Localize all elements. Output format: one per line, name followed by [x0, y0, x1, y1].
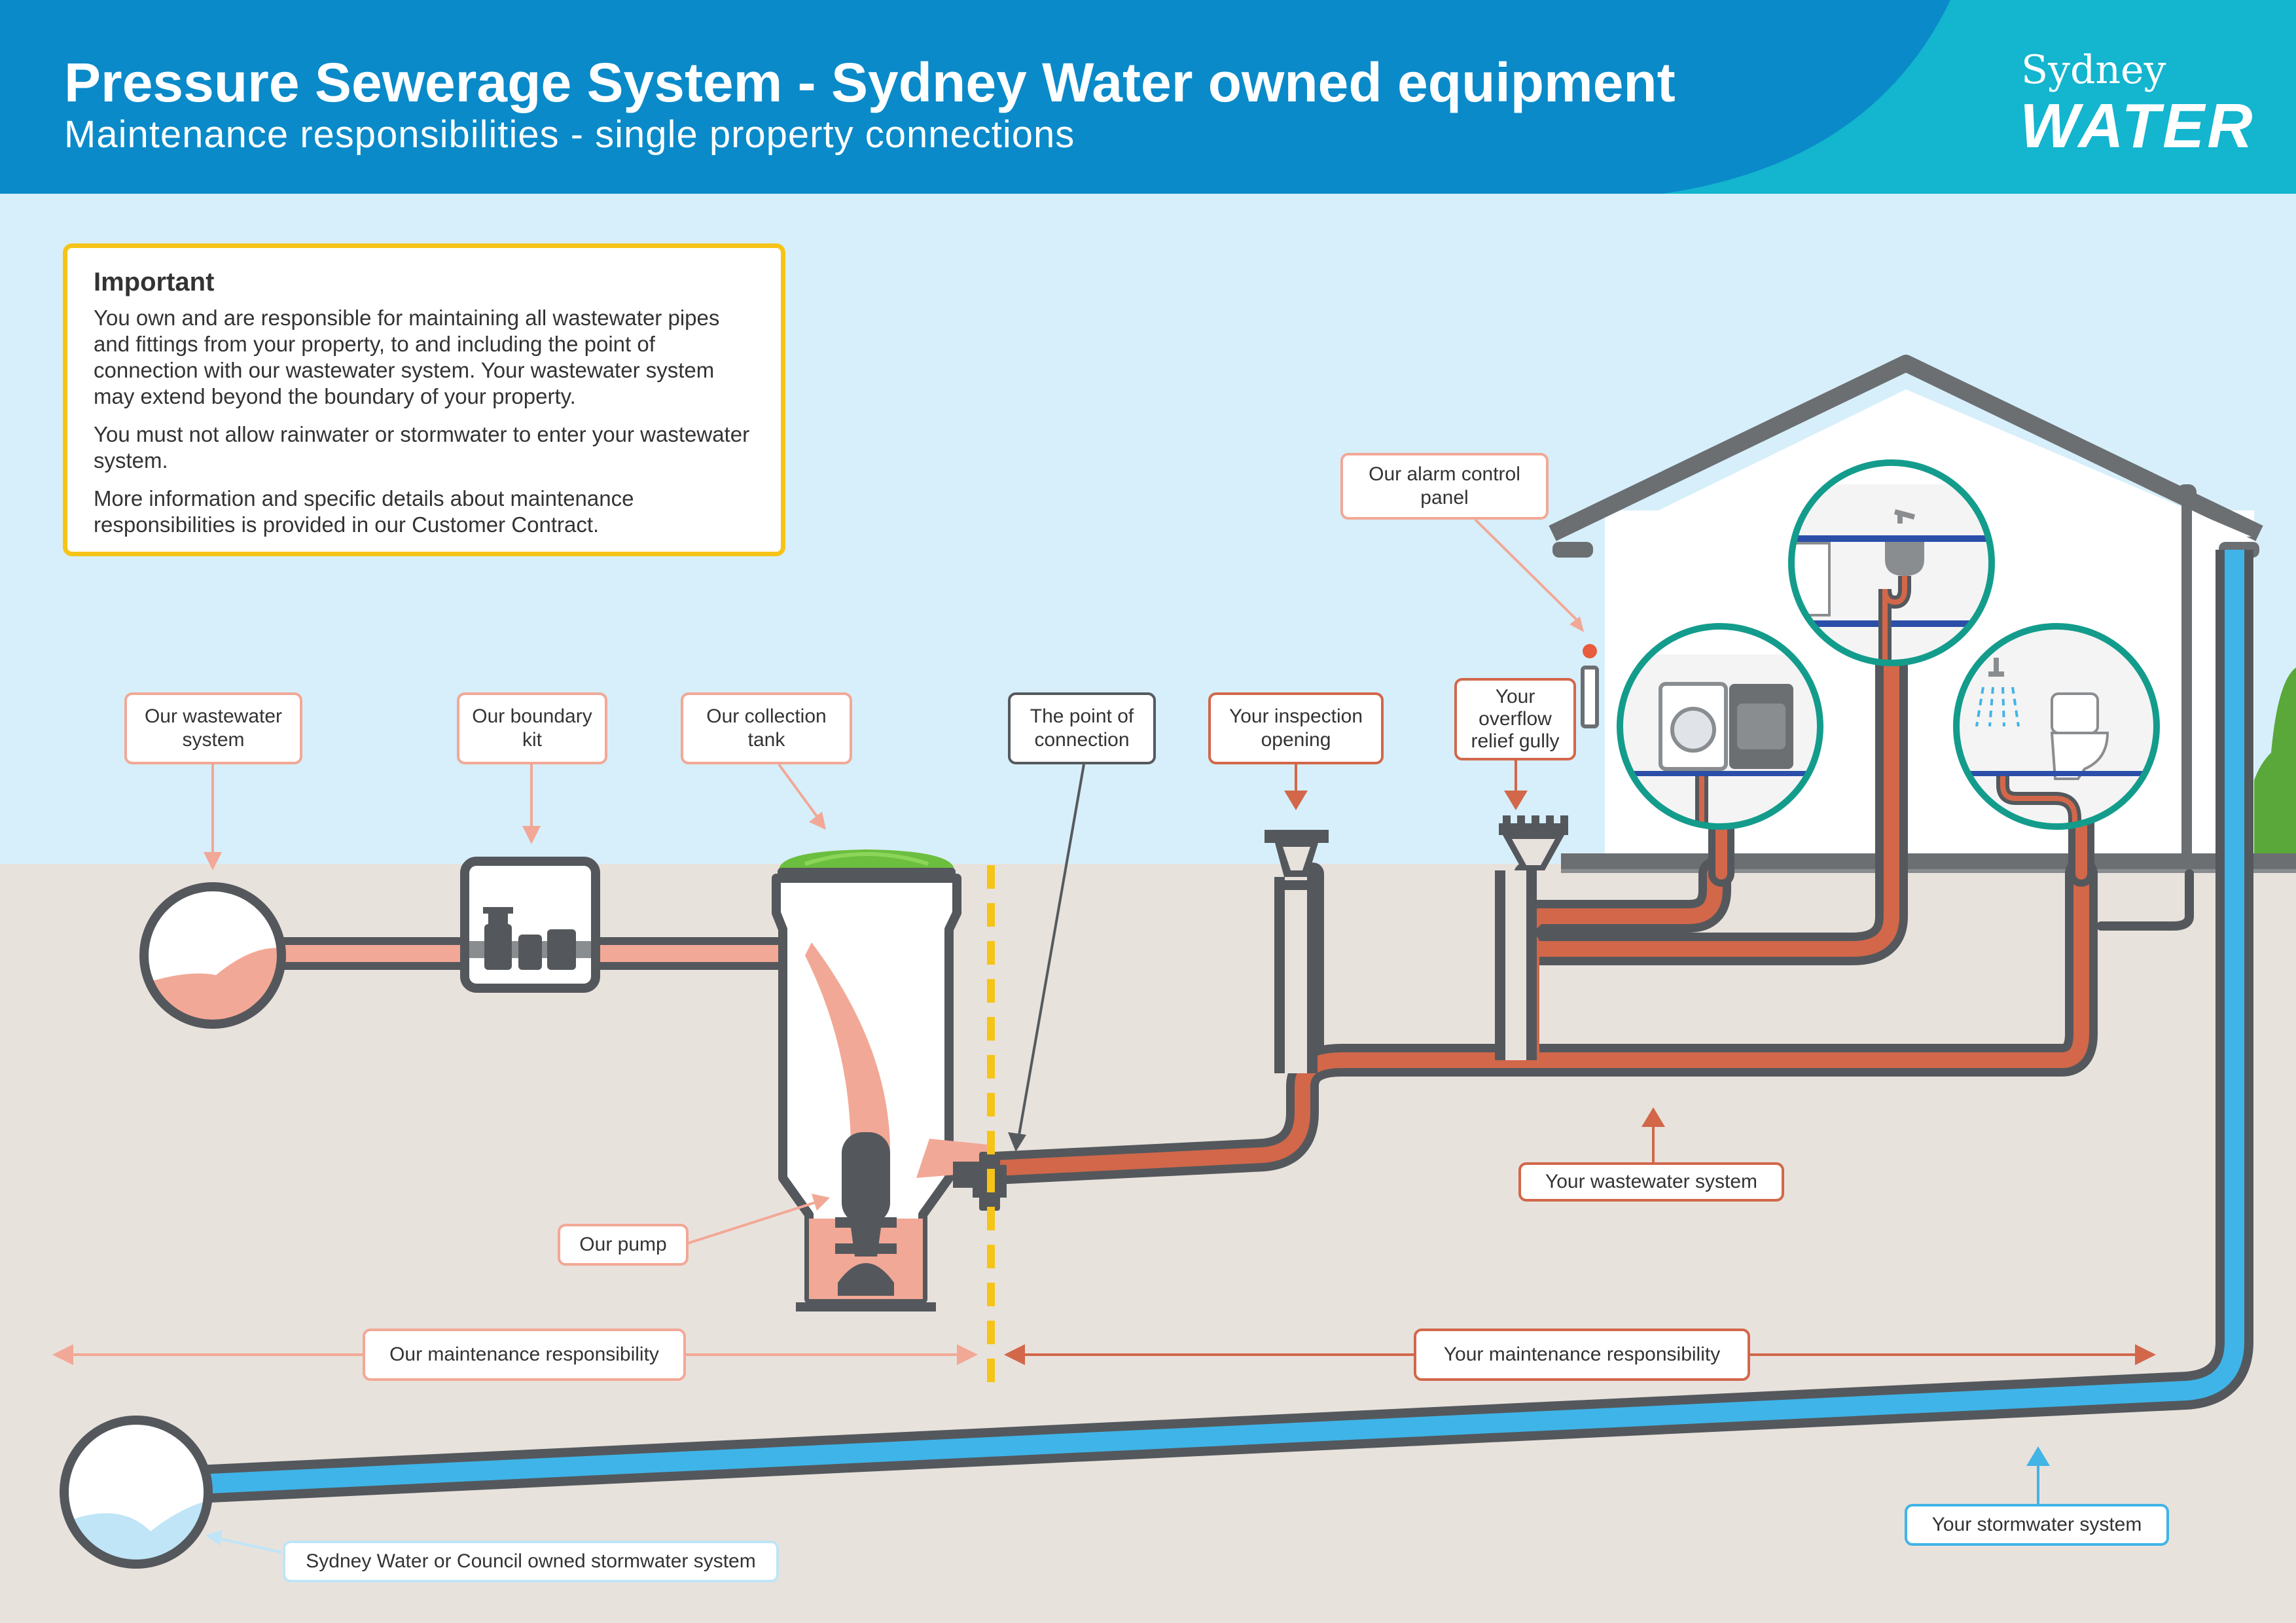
- alarm-control-panel: [1581, 644, 1599, 728]
- important-paragraph-2: You must not allow rainwater or stormwat…: [94, 422, 750, 473]
- label-our-boundary-kit: Our boundary kit: [457, 692, 607, 764]
- bush: [2248, 668, 2296, 864]
- logo-text-bottom: WATER: [2020, 91, 2255, 161]
- label-our-maintenance-responsibility: Our maintenance responsibility: [363, 1329, 686, 1381]
- label-our-pump: Our pump: [558, 1224, 689, 1266]
- label-your-inspection-opening: Your inspection opening: [1208, 692, 1384, 764]
- overflow-relief-gully: [1495, 815, 1568, 1060]
- inspection-opening: [1265, 830, 1329, 1073]
- important-paragraph-3: More information and specific details ab…: [94, 486, 634, 537]
- important-heading: Important: [94, 268, 215, 296]
- logo-text-top: Sydney: [2021, 47, 2166, 93]
- label-our-wastewater-system: Our wastewater system: [124, 692, 302, 764]
- important-notice: Important You own and are responsible fo…: [63, 243, 785, 556]
- label-council-stormwater-system: Sydney Water or Council owned stormwater…: [283, 1541, 779, 1582]
- collection-tank: [772, 849, 995, 1311]
- stormwater-pipe: [195, 550, 2253, 1503]
- header-accent: [1662, 0, 2296, 194]
- pump: [835, 1132, 897, 1296]
- label-our-alarm-control-panel: Our alarm control panel: [1340, 453, 1549, 520]
- boundary-kit: [460, 857, 600, 993]
- ground: [0, 864, 2296, 1623]
- label-point-of-connection: The point of connection: [1008, 692, 1156, 764]
- page-subtitle: Maintenance responsibilities - single pr…: [64, 113, 1075, 156]
- laundry-circle: [1617, 623, 1823, 830]
- label-pointers: [204, 518, 2050, 1554]
- kitchen-circle: [1788, 459, 1995, 666]
- label-your-overflow-relief-gully: Your overflow relief gully: [1454, 678, 1576, 760]
- bathroom-circle: [1953, 623, 2160, 830]
- council-stormwater-main: [60, 1416, 213, 1569]
- page-title: Pressure Sewerage System - Sydney Water …: [64, 52, 1676, 113]
- label-your-wastewater-system: Your wastewater system: [1518, 1162, 1784, 1202]
- label-your-stormwater-system: Your stormwater system: [1905, 1504, 2169, 1546]
- important-paragraph-1: You own and are responsible for maintain…: [94, 306, 720, 408]
- label-your-maintenance-responsibility: Your maintenance responsibility: [1414, 1329, 1750, 1381]
- label-our-collection-tank: Our collection tank: [681, 692, 852, 764]
